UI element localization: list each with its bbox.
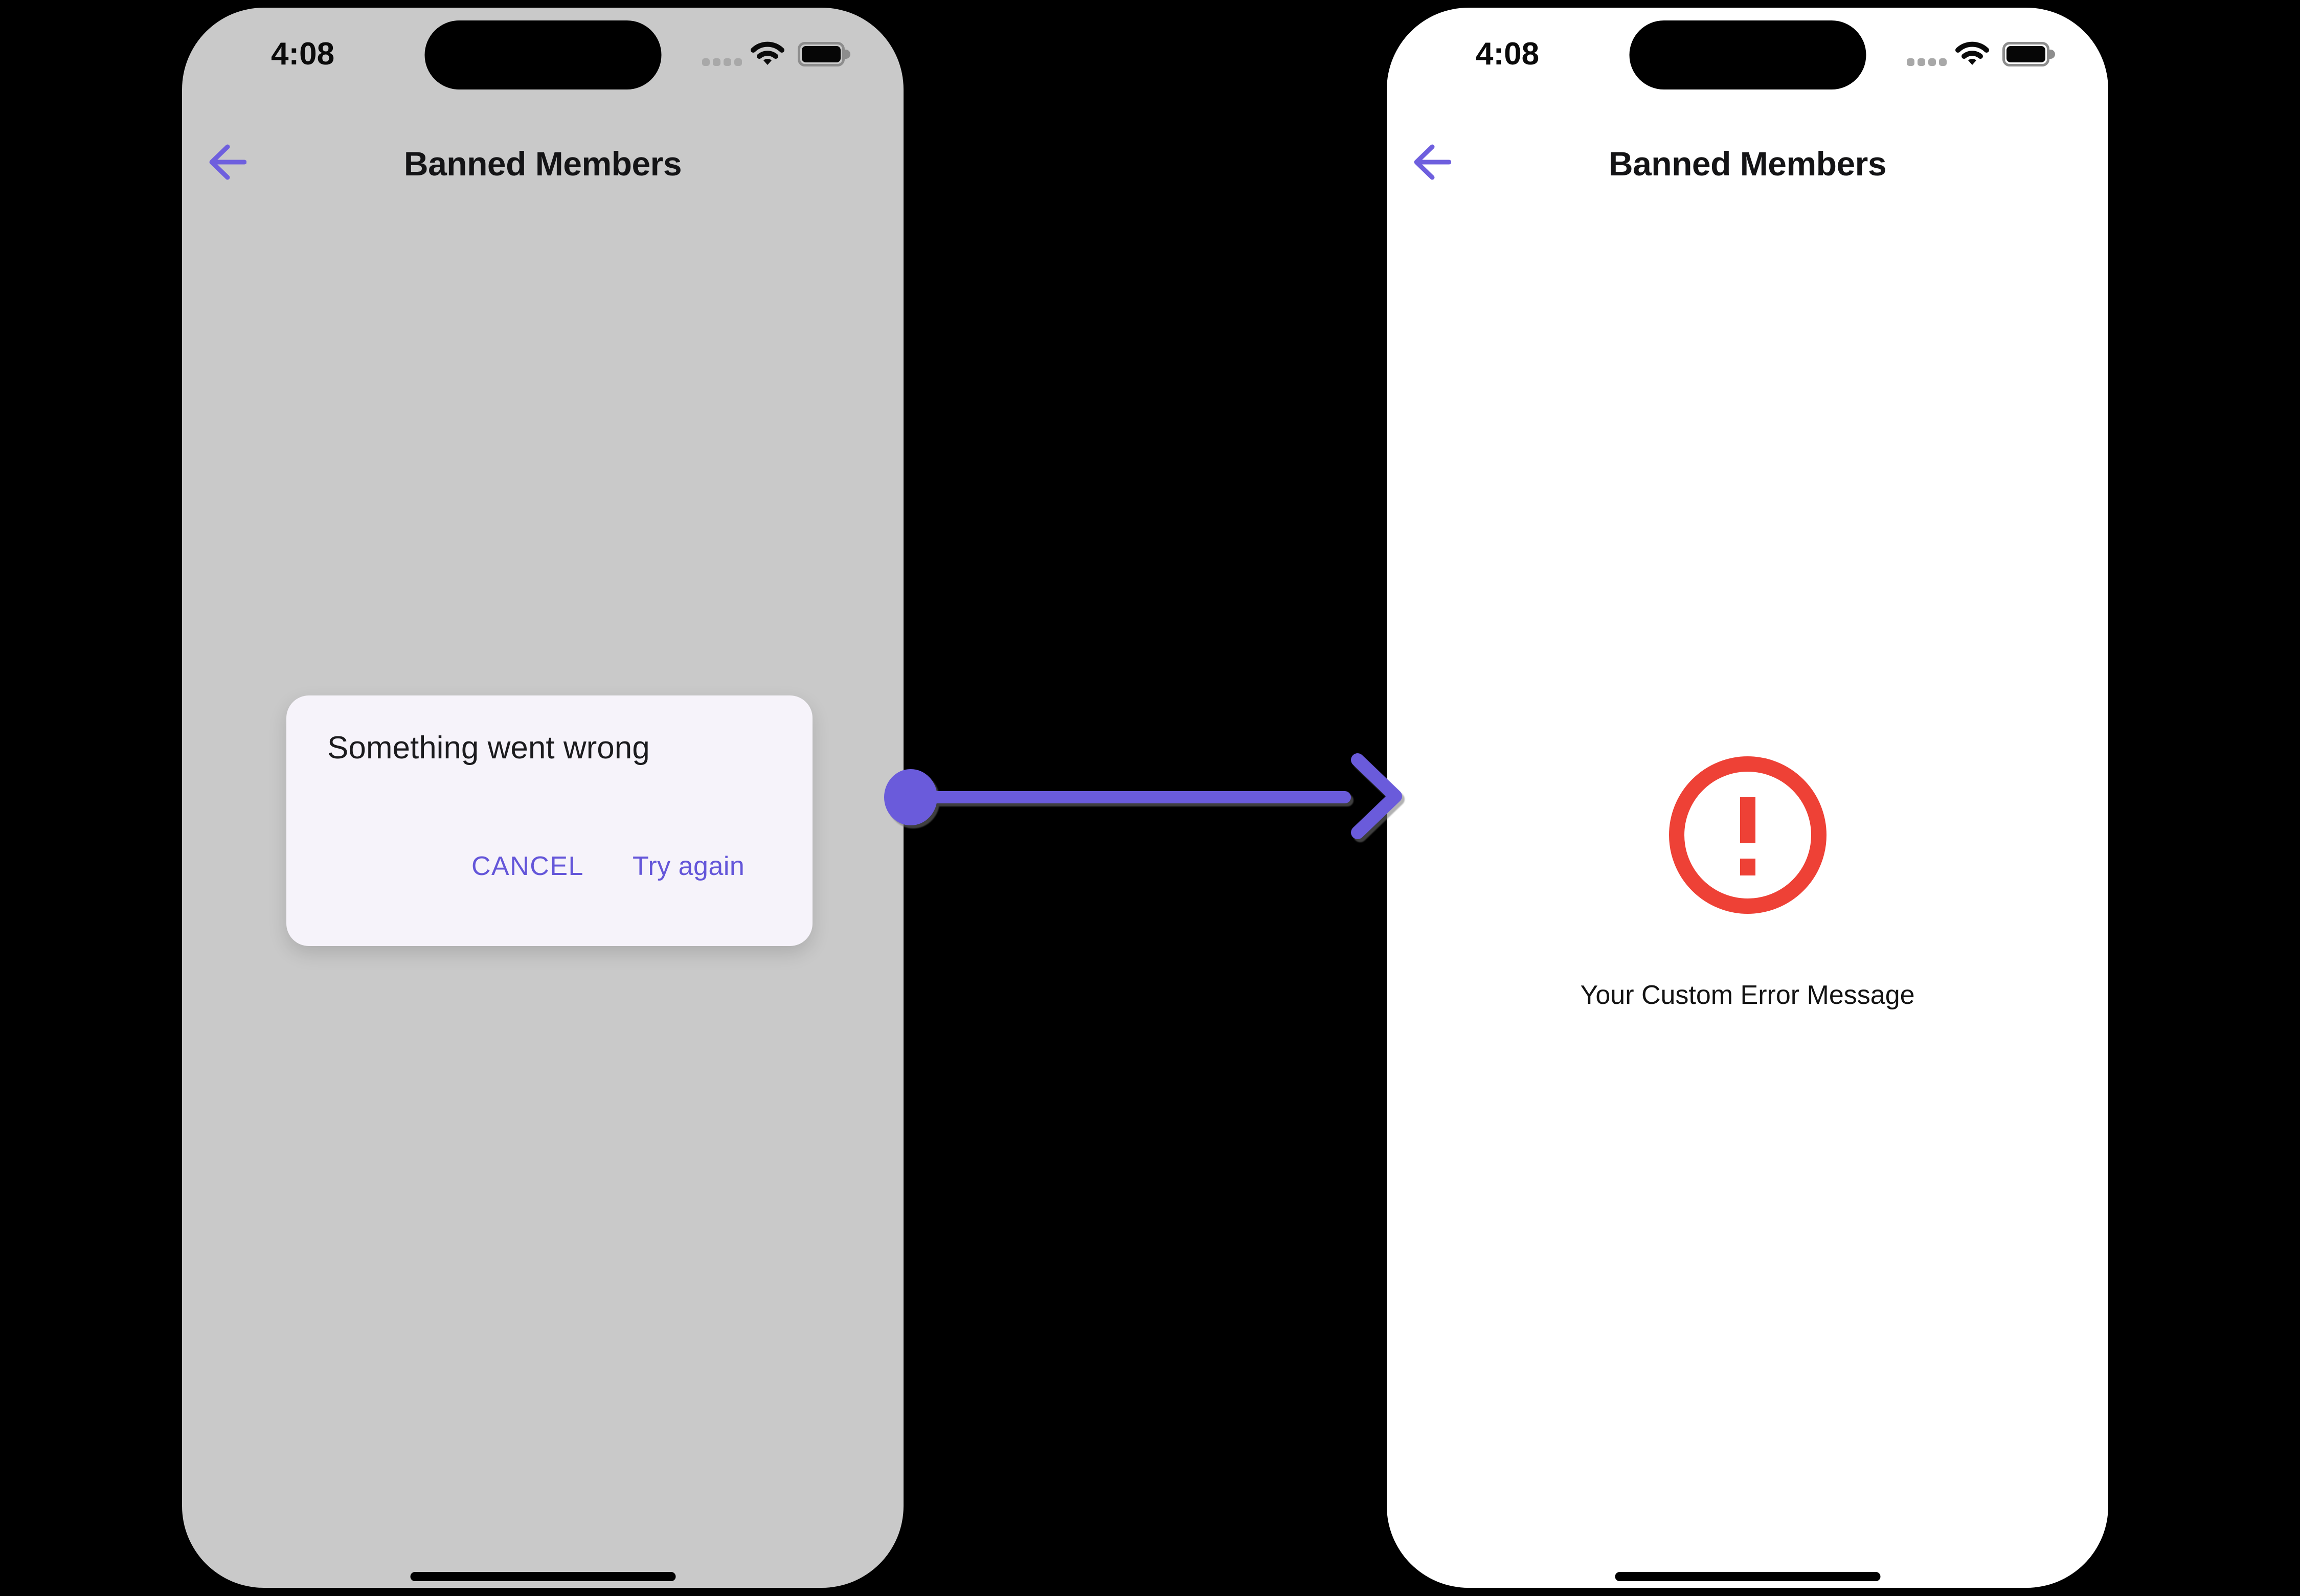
flow-arrow-icon (884, 753, 1402, 839)
status-time: 4:08 (1476, 36, 1540, 72)
cancel-button[interactable]: CANCEL (471, 851, 584, 881)
phone-before-dialog-state: 4:08 Banned Me (182, 8, 904, 1588)
home-indicator (410, 1572, 675, 1581)
back-arrow-icon (1412, 144, 1452, 182)
cellular-dots-icon (702, 58, 742, 66)
dialog-title: Something went wrong (327, 730, 650, 766)
back-arrow-icon (208, 144, 247, 182)
wifi-icon (751, 41, 784, 69)
page-title: Banned Members (1608, 145, 1887, 183)
wifi-icon (1955, 41, 1989, 69)
try-again-button[interactable]: Try again (633, 851, 745, 881)
back-button[interactable] (1412, 144, 1452, 182)
dynamic-island (1629, 20, 1866, 89)
phone-after-error-state: 4:08 Banned Me (1387, 8, 2108, 1588)
dynamic-island (424, 20, 661, 89)
error-message: Your Custom Error Message (1580, 980, 1915, 1010)
page-title: Banned Members (403, 145, 682, 183)
status-time: 4:08 (271, 36, 335, 72)
alert-circle-icon (1668, 756, 1827, 917)
battery-icon (2002, 42, 2049, 66)
battery-icon (798, 42, 845, 66)
error-dialog: Something went wrong CANCEL Try again (286, 695, 813, 946)
back-button[interactable] (208, 144, 247, 182)
home-indicator (1615, 1572, 1880, 1581)
cellular-dots-icon (1907, 58, 1947, 66)
